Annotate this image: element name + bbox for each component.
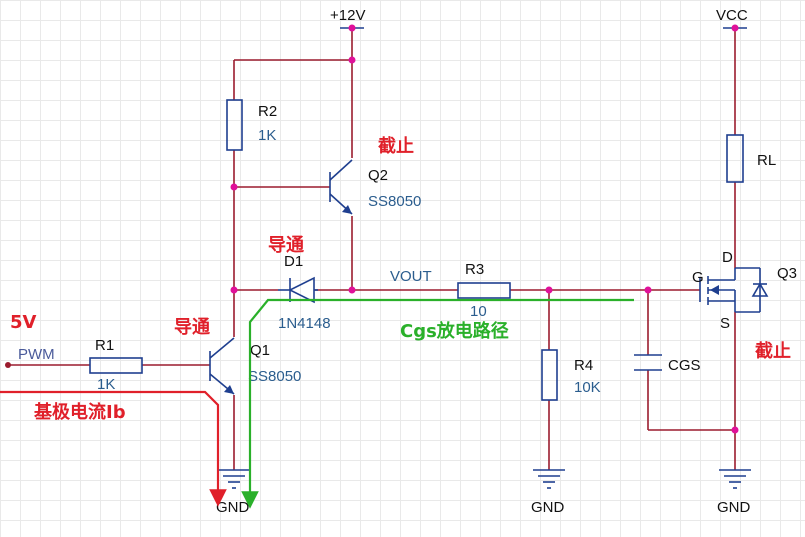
d1-value: 1N4148 [278,315,331,332]
annotation-5v: 5V [10,312,37,333]
pwm-input-terminal [5,362,11,368]
q3-pin-d: D [722,249,733,266]
annotation-q3-state: 截止 [755,340,791,362]
ground-symbol-r4: GND [531,469,565,516]
annotation-base-current: 基极电流Ib [33,401,126,423]
annotation-q1-state: 导通 [174,317,210,338]
cgs-ref: CGS [668,357,701,374]
r4-ref: R4 [574,357,593,374]
ground-symbol-q1: GND [216,469,250,516]
net-label-pwm: PWM [18,346,55,363]
r3-ref: R3 [465,261,484,278]
r1-value: 1K [97,376,115,393]
q1-ref: Q1 [250,342,270,359]
transistor-q1[interactable]: Q1 SS8050 [209,337,301,395]
annotation-d1-state: 导通 [268,235,304,256]
ground-symbol-q3: GND [717,469,751,516]
supply-vcc-symbol: VCC [716,7,748,29]
resistor-r2[interactable]: R2 1K [226,99,277,151]
supply-12v-label: +12V [330,7,365,24]
resistor-r3[interactable]: R3 10 [457,261,511,320]
wires [8,28,736,470]
d1-ref: D1 [284,253,303,270]
r3-value: 10 [470,303,487,320]
supply-vcc-label: VCC [716,7,748,24]
rl-ref: RL [757,152,776,169]
net-label-vout: VOUT [390,268,432,285]
resistor-r1[interactable]: R1 1K [89,337,143,393]
transistor-q2[interactable]: Q2 SS8050 [329,159,421,215]
r4-value: 10K [574,379,601,396]
r1-ref: R1 [95,337,114,354]
mosfet-q3[interactable]: G D S Q3 [692,249,797,332]
supply-12v-symbol: +12V [330,7,365,29]
diode-d1[interactable]: D1 1N4148 [278,253,331,332]
q2-ref: Q2 [368,167,388,184]
annotation-discharge-path: Cgs放电路径 [400,320,509,342]
ground-label-2: GND [531,499,565,516]
r2-ref: R2 [258,103,277,120]
capacitor-cgs[interactable]: CGS [634,354,701,374]
q2-value: SS8050 [368,193,421,210]
junctions [230,24,739,434]
q3-pin-s: S [720,315,730,332]
r2-value: 1K [258,127,276,144]
ground-label-1: GND [216,499,250,516]
resistor-rl[interactable]: RL [726,134,776,183]
base-current-arrow [0,390,227,507]
ground-label-3: GND [717,499,751,516]
annotation-q2-state: 截止 [378,135,414,157]
discharge-path-arrow [241,298,634,509]
q3-ref: Q3 [777,265,797,282]
resistor-r4[interactable]: R4 10K [541,349,601,401]
q1-value: SS8050 [248,368,301,385]
q3-pin-g: G [692,269,704,286]
